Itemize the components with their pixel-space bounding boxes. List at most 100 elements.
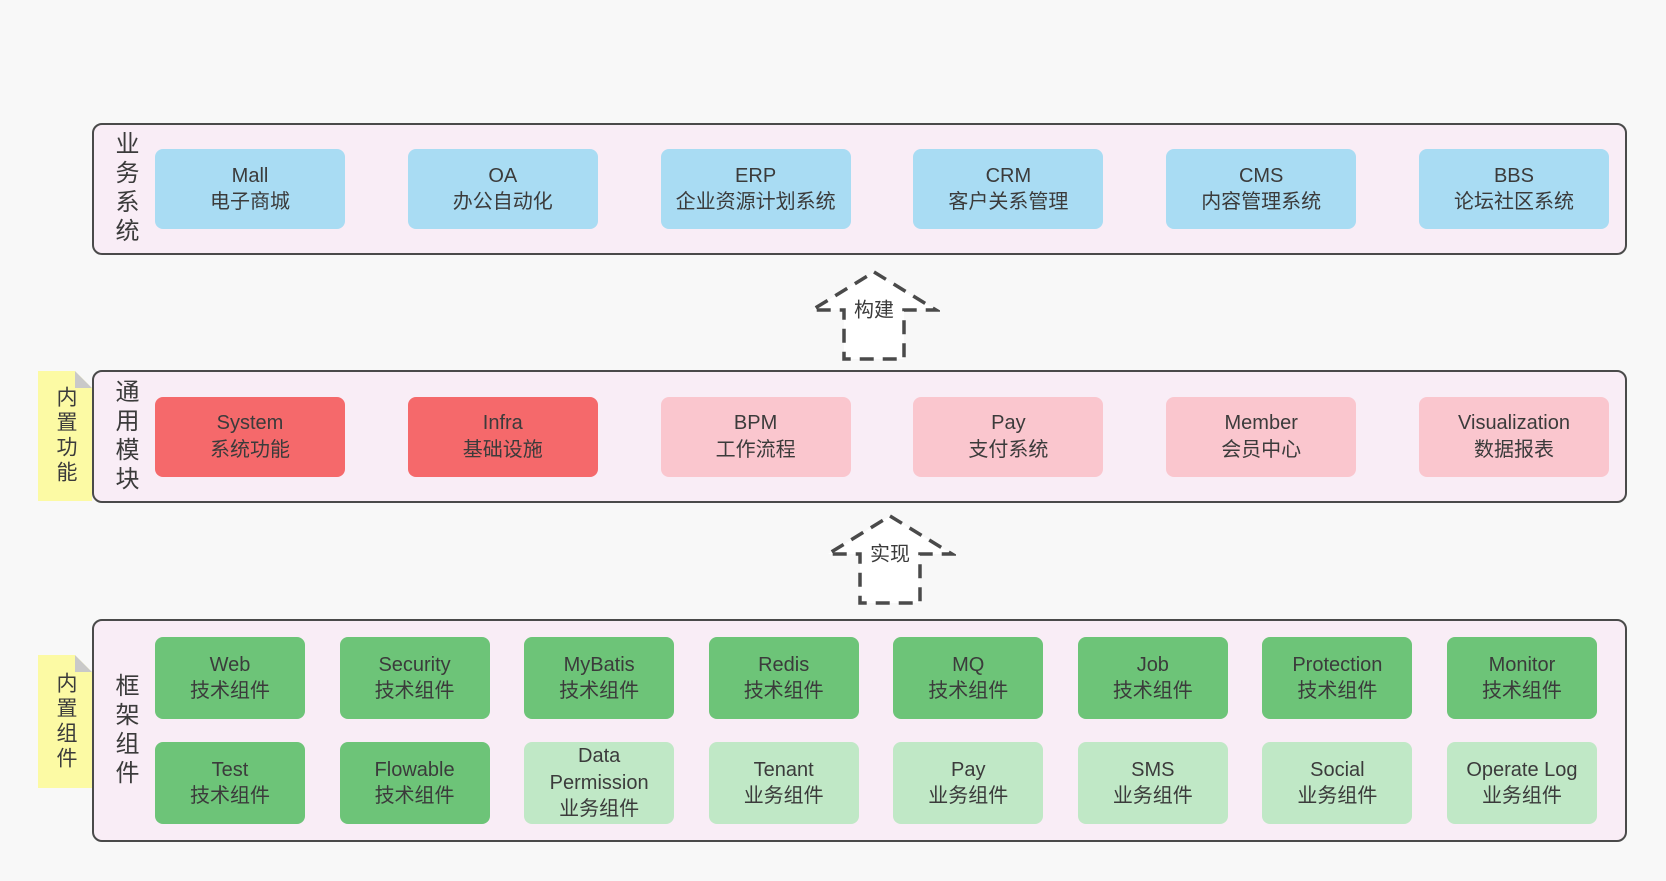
- box-subtitle: 技术组件: [374, 785, 455, 807]
- box-title: Web: [209, 653, 251, 676]
- box-subtitle: 业务组件: [1112, 785, 1193, 807]
- box-title: Protection: [1292, 653, 1383, 676]
- box-subtitle: 支付系统: [968, 438, 1049, 461]
- box-redis: Redis 技术组件: [708, 637, 859, 719]
- box-operate-log: Operate Log 业务组件: [1446, 742, 1597, 824]
- box-job: Job 技术组件: [1077, 637, 1228, 719]
- band-framework-components: 框架组件 Web 技术组件 Security 技术组件 MyBatis 技术组件…: [92, 619, 1627, 842]
- box-sms: SMS 业务组件: [1077, 742, 1228, 824]
- box-subtitle: 技术组件: [1112, 680, 1193, 702]
- box-test: Test 技术组件: [155, 742, 305, 824]
- box-title: Visualization: [1458, 412, 1570, 435]
- sticky-note-built-in-features: 内置功能: [38, 371, 92, 501]
- box-title: Mall: [231, 164, 269, 187]
- box-web: Web 技术组件: [155, 637, 305, 719]
- box-subtitle: 技术组件: [190, 785, 270, 807]
- box-title: Security: [378, 653, 451, 676]
- band-business-systems-content: Mall 电子商城 OA 办公自动化 ERP 企业资源计划系统 CRM 客户关系…: [155, 125, 1625, 253]
- box-erp: ERP 企业资源计划系统: [660, 149, 851, 229]
- band-label-gutter: 通用模块: [94, 372, 155, 501]
- box-row-business: Test 技术组件 Flowable 技术组件 Data Permission …: [155, 742, 1597, 824]
- band-business-systems-label: 业务系统: [111, 131, 138, 247]
- box-title: Flowable: [374, 758, 455, 781]
- band-common-modules-label: 通用模块: [111, 378, 138, 495]
- box-tenant: Tenant 业务组件: [708, 742, 859, 824]
- box-subtitle: 技术组件: [1297, 680, 1378, 702]
- box-data-permission: Data Permission 业务组件: [524, 742, 675, 824]
- sticky-fold-corner: [75, 371, 92, 388]
- box-visualization: Visualization 数据报表: [1418, 396, 1609, 477]
- box-system: System 系统功能: [155, 396, 345, 477]
- up-arrow-implement: 实现: [824, 512, 956, 607]
- band-label-gutter: 框架组件: [94, 621, 155, 840]
- box-title: CMS: [1238, 164, 1284, 187]
- box-title: Member: [1224, 412, 1298, 435]
- box-subtitle: 会员中心: [1221, 438, 1302, 461]
- box-subtitle: 技术组件: [190, 680, 270, 702]
- box-title: Tenant: [753, 758, 814, 781]
- box-title: Pay: [991, 412, 1026, 435]
- band-framework-components-label: 框架组件: [111, 672, 138, 789]
- box-title: Infra: [482, 412, 523, 435]
- box-title: BBS: [1493, 164, 1534, 187]
- box-title: Social: [1310, 758, 1365, 781]
- box-subtitle: 技术组件: [559, 680, 640, 702]
- box-title: CRM: [985, 164, 1032, 187]
- box-title: System: [216, 412, 284, 435]
- box-pay-component: Pay 业务组件: [893, 742, 1044, 824]
- band-common-modules-content: System 系统功能 Infra 基础设施 BPM 工作流程 Pay 支付系统…: [155, 372, 1625, 501]
- box-subtitle: 业务组件: [743, 785, 824, 807]
- box-subtitle: 基础设施: [462, 438, 543, 461]
- box-subtitle: 技术组件: [1481, 680, 1562, 702]
- box-security: Security 技术组件: [339, 637, 490, 719]
- up-arrow-icon: [824, 513, 956, 605]
- sticky-note-label: 内置组件: [54, 671, 77, 772]
- box-title: Test: [211, 758, 249, 781]
- box-subtitle: 电子商城: [210, 191, 290, 213]
- box-subtitle: 业务组件: [1481, 785, 1562, 807]
- band-common-modules: 通用模块 System 系统功能 Infra 基础设施 BPM 工作流程 Pay: [92, 370, 1627, 503]
- box-title: Redis: [758, 653, 810, 676]
- box-pay-system: Pay 支付系统: [913, 396, 1104, 477]
- box-mybatis: MyBatis 技术组件: [524, 637, 675, 719]
- box-subtitle: 内容管理系统: [1201, 191, 1322, 213]
- sticky-note-label: 内置功能: [54, 386, 77, 486]
- box-mq: MQ 技术组件: [893, 637, 1044, 719]
- up-arrow-icon: [808, 269, 940, 361]
- box-title: SMS: [1131, 758, 1175, 781]
- box-title: Monitor: [1488, 653, 1556, 676]
- box-subtitle: 业务组件: [559, 798, 640, 821]
- box-title: BPM: [733, 412, 778, 435]
- box-subtitle: 企业资源计划系统: [675, 191, 836, 213]
- box-title: Pay: [951, 758, 986, 781]
- band-business-systems: 业务系统 Mall 电子商城 OA 办公自动化 ERP 企业资源计划系统 CRM: [92, 123, 1627, 255]
- box-social: Social 业务组件: [1262, 742, 1413, 824]
- box-title: OA: [488, 164, 518, 187]
- box-monitor: Monitor 技术组件: [1446, 637, 1597, 719]
- box-title: MyBatis: [563, 653, 635, 676]
- box-cms: CMS 内容管理系统: [1166, 149, 1357, 229]
- box-subtitle: 办公自动化: [452, 191, 553, 213]
- box-infra: Infra 基础设施: [407, 396, 598, 477]
- box-title: Data Permission: [549, 745, 649, 794]
- box-row: Mall 电子商城 OA 办公自动化 ERP 企业资源计划系统 CRM 客户关系…: [155, 149, 1609, 229]
- box-flowable: Flowable 技术组件: [339, 742, 490, 824]
- box-subtitle: 客户关系管理: [948, 191, 1069, 213]
- box-subtitle: 技术组件: [374, 680, 455, 702]
- band-framework-components-content: Web 技术组件 Security 技术组件 MyBatis 技术组件 Redi…: [155, 621, 1625, 840]
- up-arrow-build: 构建: [808, 268, 940, 363]
- sticky-note-built-in-components: 内置组件: [38, 655, 92, 788]
- band-label-gutter: 业务系统: [94, 125, 155, 253]
- box-subtitle: 技术组件: [928, 680, 1009, 702]
- box-title: ERP: [735, 164, 777, 187]
- box-row: System 系统功能 Infra 基础设施 BPM 工作流程 Pay 支付系统…: [155, 396, 1609, 477]
- arrow-build-label: 构建: [854, 299, 894, 322]
- box-subtitle: 论坛社区系统: [1453, 191, 1574, 213]
- box-member: Member 会员中心: [1166, 396, 1357, 477]
- box-subtitle: 业务组件: [928, 785, 1009, 807]
- box-crm: CRM 客户关系管理: [913, 149, 1104, 229]
- box-subtitle: 技术组件: [743, 680, 824, 702]
- box-title: MQ: [952, 653, 985, 676]
- box-row-tech: Web 技术组件 Security 技术组件 MyBatis 技术组件 Redi…: [155, 637, 1597, 719]
- box-title: Operate Log: [1466, 758, 1578, 781]
